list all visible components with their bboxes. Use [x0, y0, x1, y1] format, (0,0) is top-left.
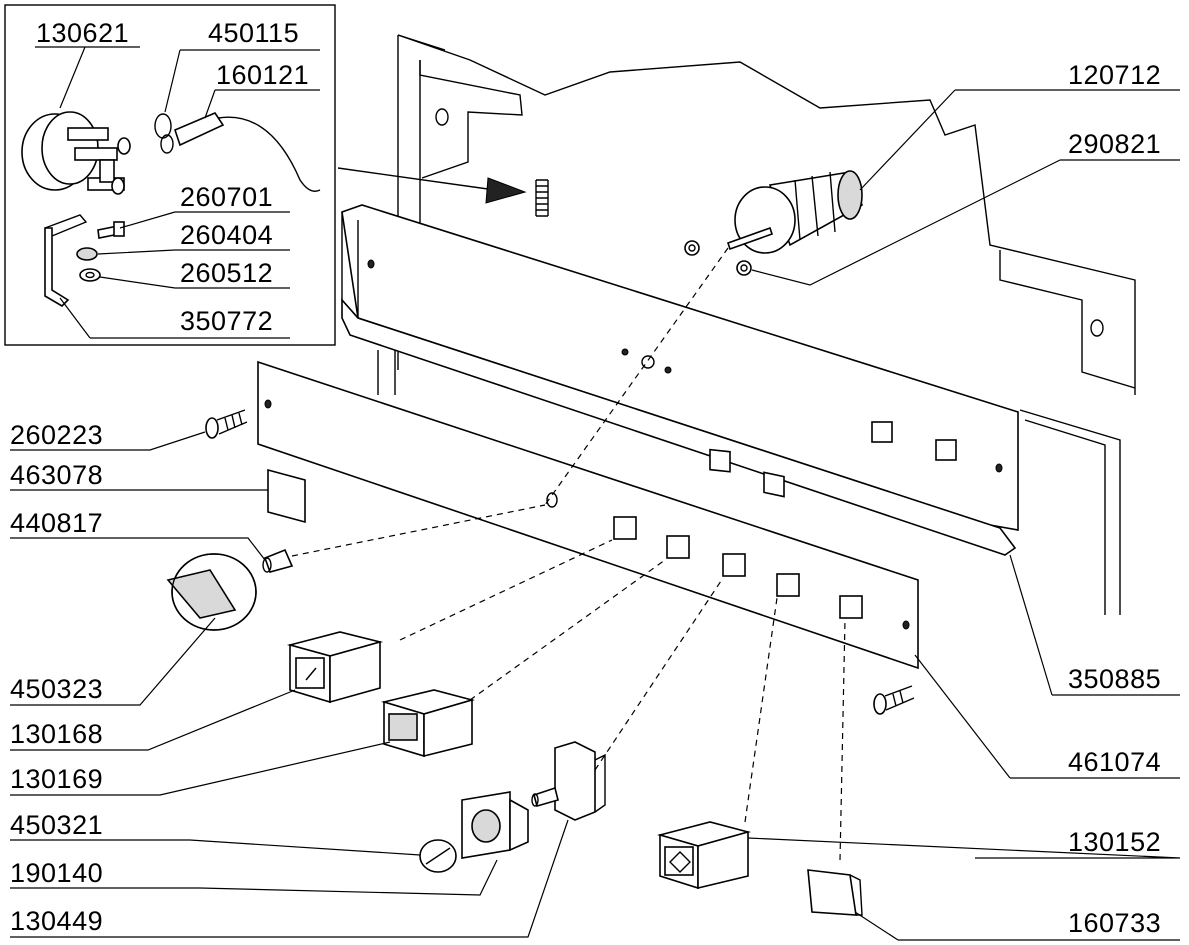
indicator-190140 — [461, 791, 529, 859]
selector-switch-120712 — [684, 170, 863, 276]
direction-arrow — [337, 167, 527, 204]
label-130168: 130168 — [10, 719, 103, 749]
spring-part — [535, 179, 549, 217]
label-260701: 260701 — [180, 182, 273, 212]
label-350885: 350885 — [1068, 664, 1161, 694]
label-463078: 463078 — [10, 460, 103, 490]
cap-450321 — [419, 839, 457, 873]
label-260404: 260404 — [180, 220, 273, 250]
label-260223: 260223 — [10, 420, 103, 450]
label-450115: 450115 — [208, 18, 299, 48]
leader-lines — [10, 89, 1181, 941]
assembly-dashed-lines — [291, 247, 846, 861]
label-160733: 160733 — [1068, 908, 1161, 938]
cover-160733 — [807, 869, 863, 916]
part-labels: 130621 450115 160121 260701 260404 26051… — [10, 18, 1161, 938]
label-290821: 290821 — [1068, 129, 1161, 159]
switch-130449 — [531, 741, 606, 821]
switch-130169 — [380, 689, 475, 758]
label-450321: 450321 — [10, 810, 103, 840]
label-160121: 160121 — [216, 60, 309, 90]
label-450323: 450323 — [10, 674, 103, 704]
switch-130152 — [656, 821, 752, 890]
switch-130168 — [286, 631, 384, 704]
machine-body — [377, 34, 1136, 615]
front-plate-461074 — [257, 360, 919, 670]
knob-450323 — [166, 553, 257, 631]
label-440817: 440817 — [10, 508, 103, 538]
label-plate-463078 — [267, 468, 306, 524]
label-130152: 130152 — [1068, 827, 1161, 857]
label-190140: 190140 — [10, 858, 103, 888]
label-130169: 130169 — [10, 764, 103, 794]
screw-260223 — [205, 409, 248, 439]
label-260512: 260512 — [180, 258, 273, 288]
screw-right — [873, 685, 915, 715]
label-350772: 350772 — [180, 306, 273, 336]
label-130449: 130449 — [10, 906, 103, 936]
insert-440817 — [262, 548, 294, 573]
label-461074: 461074 — [1068, 747, 1161, 777]
inset-detail-box — [4, 4, 336, 346]
label-120712: 120712 — [1068, 60, 1161, 90]
label-130621: 130621 — [36, 18, 129, 48]
